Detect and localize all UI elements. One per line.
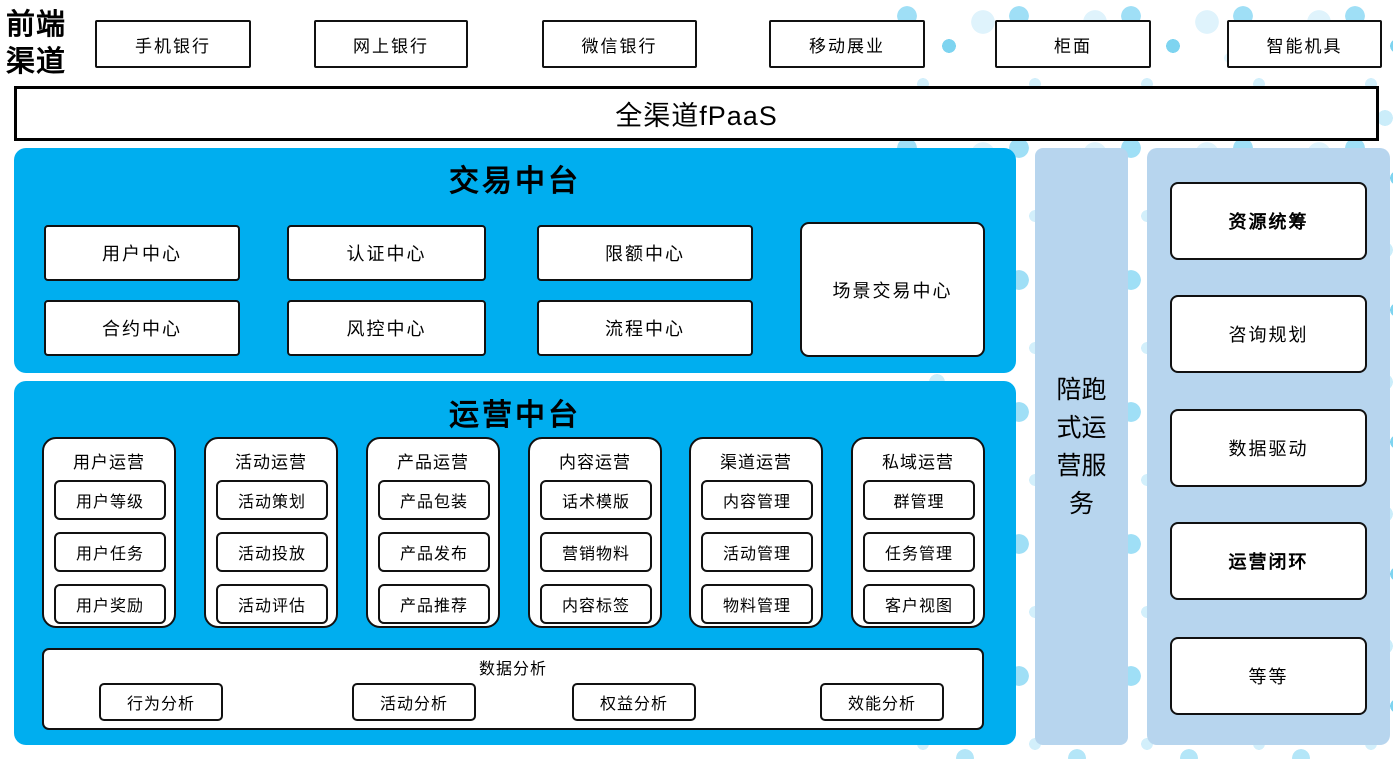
ops-item: 活动管理	[701, 532, 813, 572]
accompany-service-label: 陪跑式运营服务	[1056, 375, 1107, 518]
ops-item: 用户奖励	[54, 584, 166, 624]
ops-item: 话术模版	[540, 480, 652, 520]
service-label: 数据驱动	[1228, 439, 1309, 459]
auth-center: 认证中心	[287, 225, 486, 281]
ops-platform-title: 运营中台	[449, 399, 581, 432]
channel-label: 手机银行	[135, 36, 211, 56]
ops-column-content-operation: 内容运营 话术模版 营销物料 内容标签	[528, 437, 662, 628]
channel-wechat-banking: 微信银行	[542, 20, 697, 68]
process-center: 流程中心	[537, 300, 753, 356]
risk-center: 风控中心	[287, 300, 486, 356]
channel-smart-machines: 智能机具	[1227, 20, 1382, 68]
center-label: 合约中心	[102, 319, 182, 339]
service-label: 等等	[1248, 667, 1289, 687]
service-resource-coordination: 资源统筹	[1170, 182, 1367, 260]
service-panel: 资源统筹 咨询规划 数据驱动 运营闭环 等等	[1147, 148, 1390, 745]
ops-column-title: 内容运营	[559, 453, 631, 472]
channel-label: 智能机具	[1266, 36, 1343, 56]
center-label: 限额中心	[605, 244, 685, 264]
ops-item: 群管理	[863, 480, 975, 520]
fpaas-bar: 全渠道fPaaS	[14, 86, 1379, 141]
ops-column-user-operation: 用户运营 用户等级 用户任务 用户奖励	[42, 437, 176, 628]
ops-item: 物料管理	[701, 584, 813, 624]
ops-item: 活动投放	[216, 532, 328, 572]
data-analysis-panel: 数据分析 行为分析 活动分析 权益分析 效能分析	[42, 648, 984, 730]
center-label: 认证中心	[346, 244, 427, 264]
service-label: 咨询规划	[1228, 325, 1309, 345]
center-label: 用户中心	[102, 244, 182, 264]
data-analysis-title: 数据分析	[478, 661, 547, 678]
analysis-label: 活动分析	[379, 696, 448, 713]
channel-label: 微信银行	[581, 36, 658, 56]
analysis-label: 权益分析	[599, 696, 668, 713]
accompany-service-bar: 陪跑式运营服务	[1035, 148, 1128, 745]
limit-center: 限额中心	[537, 225, 753, 281]
ops-column-activity-operation: 活动运营 活动策划 活动投放 活动评估	[204, 437, 338, 628]
channel-online-banking: 网上银行	[314, 20, 468, 68]
service-consulting-planning: 咨询规划	[1170, 295, 1367, 373]
ops-item: 内容管理	[701, 480, 813, 520]
analysis-label: 效能分析	[847, 696, 916, 713]
ops-item: 营销物料	[540, 532, 652, 572]
channel-mobile-banking: 手机银行	[95, 20, 251, 68]
fpaas-label: 全渠道fPaaS	[615, 101, 778, 131]
channel-mobile-marketing: 移动展业	[769, 20, 925, 68]
ops-item: 产品发布	[378, 532, 490, 572]
trade-platform-title: 交易中台	[449, 165, 581, 198]
ops-column-channel-operation: 渠道运营 内容管理 活动管理 物料管理	[689, 437, 823, 628]
service-etc: 等等	[1170, 637, 1367, 715]
center-label: 场景交易中心	[832, 280, 953, 301]
channel-label: 移动展业	[809, 36, 885, 56]
ops-item: 客户视图	[863, 584, 975, 624]
ops-item: 用户任务	[54, 532, 166, 572]
ops-item: 产品推荐	[378, 584, 490, 624]
ops-column-product-operation: 产品运营 产品包装 产品发布 产品推荐	[366, 437, 500, 628]
analysis-behavior: 行为分析	[99, 683, 223, 721]
ops-item: 活动策划	[216, 480, 328, 520]
channel-label: 柜面	[1054, 36, 1092, 56]
user-center: 用户中心	[44, 225, 240, 281]
center-label: 风控中心	[346, 319, 427, 339]
front-channels-label: 前端渠道	[6, 9, 67, 78]
ops-item: 用户等级	[54, 480, 166, 520]
analysis-activity: 活动分析	[352, 683, 476, 721]
service-label: 运营闭环	[1228, 552, 1309, 572]
service-operation-loop: 运营闭环	[1170, 522, 1367, 600]
scene-trade-center: 场景交易中心	[800, 222, 985, 357]
ops-column-title: 用户运营	[73, 453, 145, 472]
ops-item: 活动评估	[216, 584, 328, 624]
contract-center: 合约中心	[44, 300, 240, 356]
ops-column-title: 活动运营	[235, 453, 307, 472]
channel-label: 网上银行	[353, 36, 429, 56]
ops-item: 产品包装	[378, 480, 490, 520]
ops-column-title: 私域运营	[882, 453, 954, 472]
channel-counter: 柜面	[995, 20, 1151, 68]
center-label: 流程中心	[605, 319, 685, 339]
ops-column-title: 渠道运营	[720, 453, 792, 472]
analysis-label: 行为分析	[126, 696, 195, 713]
ops-platform-panel: 运营中台 用户运营 用户等级 用户任务 用户奖励 活动运营 活动策划 活动投放 …	[14, 381, 1016, 745]
service-data-driven: 数据驱动	[1170, 409, 1367, 487]
ops-item: 内容标签	[540, 584, 652, 624]
analysis-benefit: 权益分析	[572, 683, 696, 721]
ops-column-private-domain-operation: 私域运营 群管理 任务管理 客户视图	[851, 437, 985, 628]
service-label: 资源统筹	[1228, 212, 1309, 232]
ops-column-title: 产品运营	[397, 453, 469, 472]
trade-platform-panel: 交易中台 用户中心 认证中心 限额中心 合约中心 风控中心 流程中心 场景交易中…	[14, 148, 1016, 373]
ops-item: 任务管理	[863, 532, 975, 572]
analysis-efficiency: 效能分析	[820, 683, 944, 721]
